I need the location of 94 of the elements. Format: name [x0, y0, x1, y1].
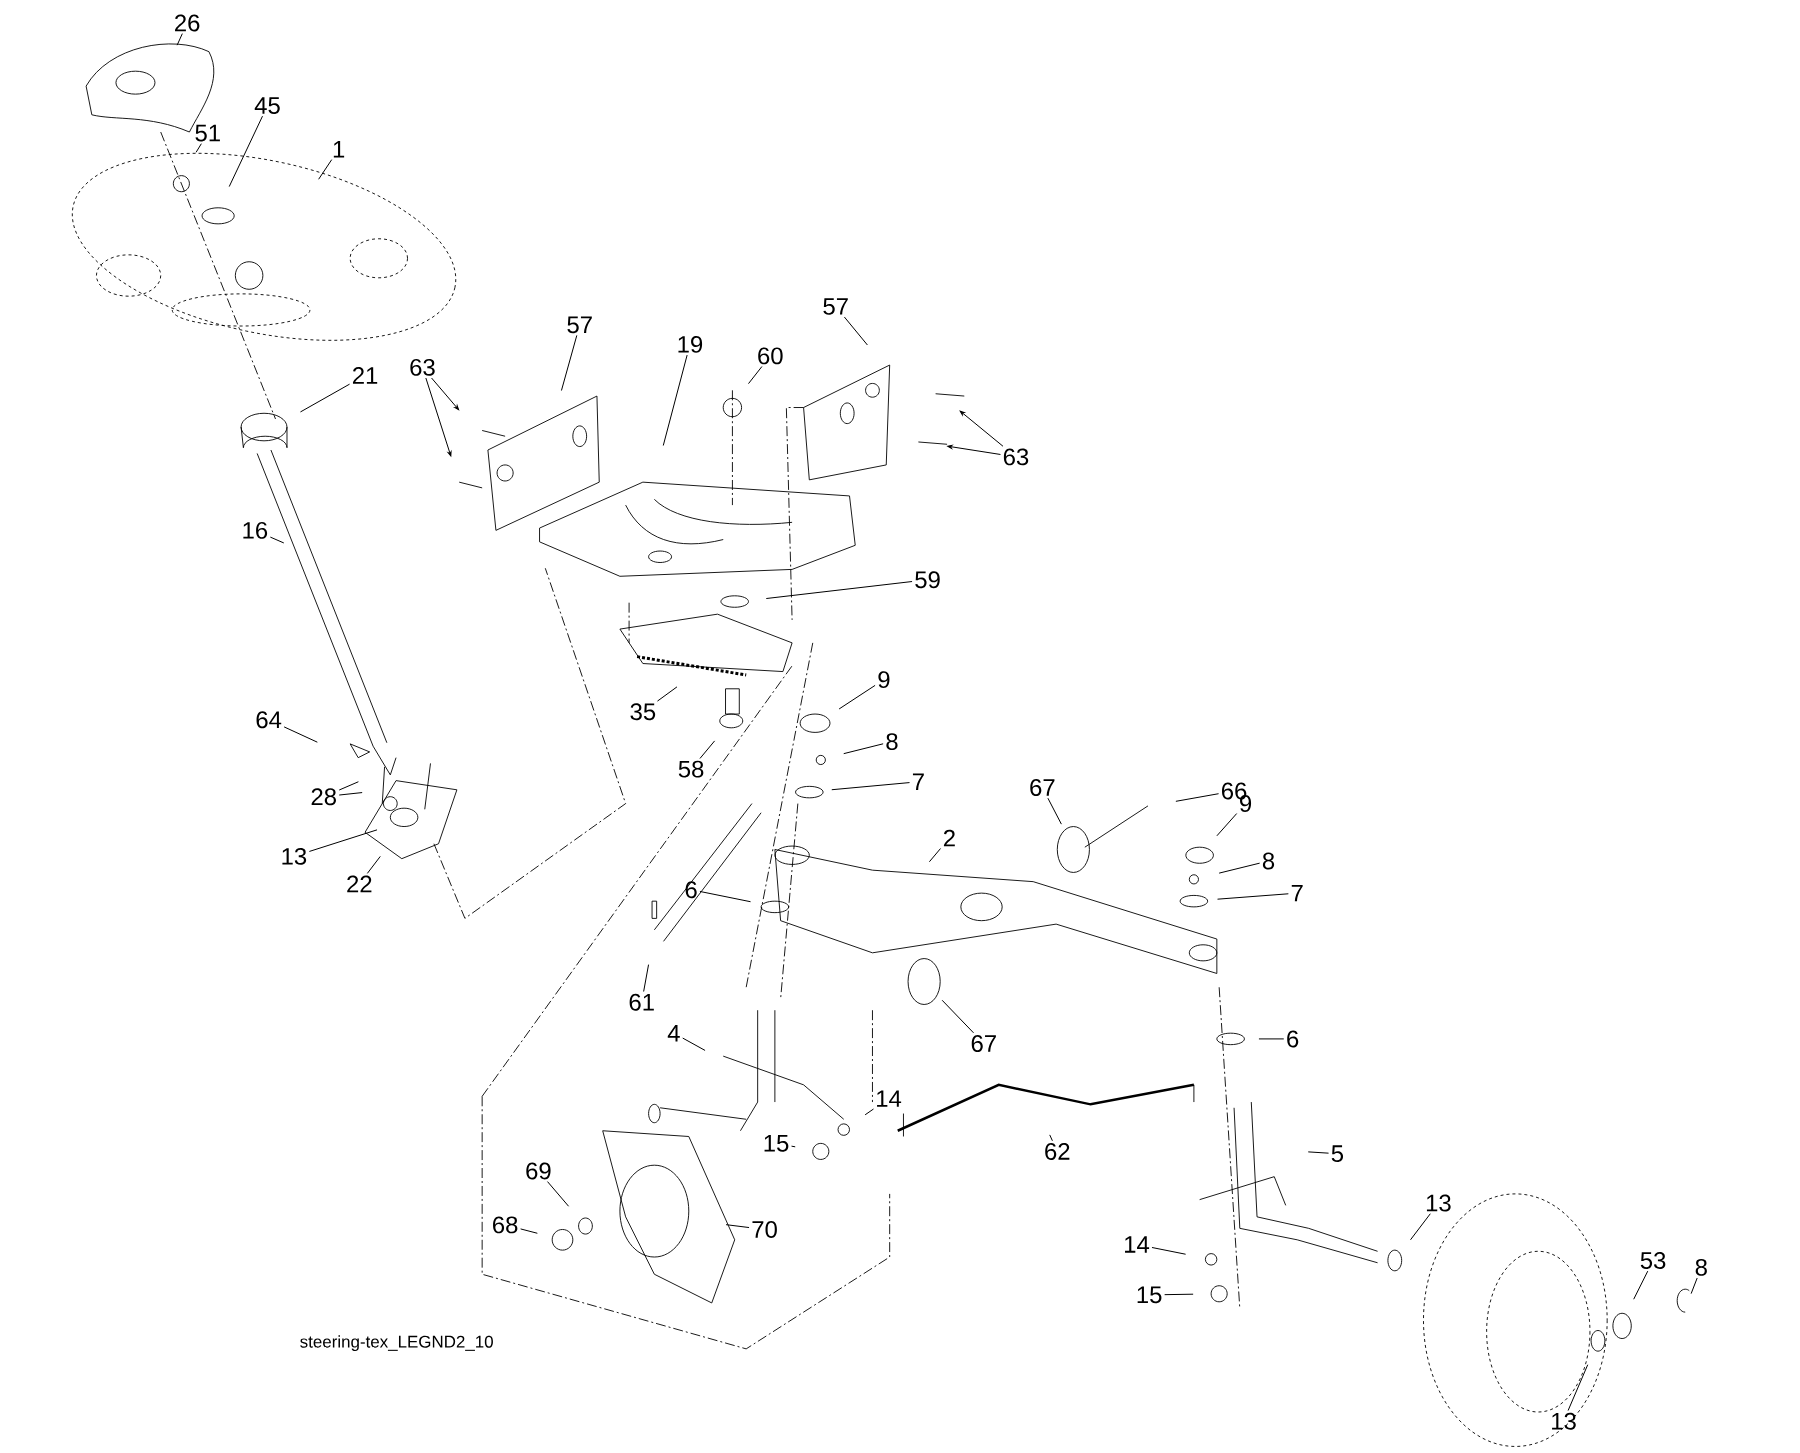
leader-line — [682, 1037, 706, 1051]
callout-number: 16 — [243, 521, 268, 539]
callout-number: 22 — [347, 875, 372, 893]
callout-number: 9 — [878, 671, 890, 688]
leader-line — [843, 316, 868, 346]
callout-number: 1 — [333, 140, 345, 158]
leader-line — [1567, 1364, 1589, 1411]
callout-number: 26 — [175, 14, 200, 32]
leader-line — [1218, 862, 1261, 874]
callout-number: 2 — [943, 829, 955, 847]
leader-line — [560, 334, 578, 391]
callout-number: 14 — [877, 1090, 902, 1107]
leader-line — [1047, 797, 1062, 825]
leader-line — [1217, 893, 1289, 900]
leader-line — [1049, 1134, 1053, 1142]
callout-number: 53 — [1640, 1251, 1666, 1269]
leader-line — [195, 143, 202, 153]
callout-number: 15 — [1137, 1286, 1162, 1304]
leader-line — [1216, 812, 1238, 837]
leader-line — [308, 829, 378, 852]
leader-line — [1690, 1277, 1698, 1294]
callout-number: 59 — [915, 571, 940, 589]
leader-line — [1151, 1246, 1187, 1255]
callout-number: 5 — [1331, 1145, 1344, 1162]
leader-line — [425, 377, 452, 457]
leader-line — [699, 740, 716, 759]
leader-line — [747, 365, 763, 384]
leader-line — [547, 1180, 570, 1207]
leader-line — [228, 115, 263, 187]
callout-number: 67 — [1030, 778, 1055, 796]
leader-line — [699, 890, 752, 903]
callout-number: 35 — [630, 703, 656, 721]
leader-line — [269, 536, 285, 544]
leader-line — [176, 32, 183, 46]
callout-number: 13 — [282, 847, 307, 865]
callout-number: 61 — [629, 993, 654, 1011]
callout-number: 68 — [493, 1216, 518, 1234]
leader-line — [765, 580, 913, 599]
leader-line — [1164, 1293, 1194, 1295]
callout-number: 21 — [352, 366, 378, 384]
leader-line — [431, 377, 460, 410]
leader-line — [1258, 1038, 1285, 1040]
leader-line — [662, 354, 688, 446]
leader-line — [283, 726, 318, 743]
callout-number: 13 — [1426, 1194, 1451, 1212]
callout-number: 58 — [678, 760, 704, 778]
callout-number: 62 — [1045, 1142, 1070, 1160]
leader-line — [1633, 1270, 1649, 1300]
callout-number: 69 — [526, 1162, 551, 1180]
leader-line — [864, 1108, 874, 1116]
callout-number: 7 — [1291, 884, 1303, 902]
callout-number: 19 — [678, 335, 703, 353]
callout-number: 57 — [567, 316, 592, 334]
callout-number: 45 — [254, 97, 280, 114]
leader-line — [843, 743, 884, 754]
callout-number: 6 — [685, 881, 697, 898]
callout-number: 63 — [410, 358, 435, 376]
callout-number: 70 — [752, 1220, 777, 1238]
drawing-code: steering-tex_LEGND2_10 — [300, 1335, 493, 1351]
leader-line — [318, 159, 333, 180]
leader-line — [959, 410, 1004, 447]
leader-line — [643, 963, 650, 992]
leader-line — [791, 1145, 796, 1148]
leader-line — [338, 781, 359, 791]
callout-number: 63 — [1003, 448, 1029, 466]
leader-line — [838, 684, 876, 710]
callout-number: 57 — [823, 298, 848, 315]
callout-number: 8 — [1695, 1258, 1707, 1276]
callout-number: 13 — [1552, 1412, 1576, 1430]
callout-number: 8 — [886, 733, 898, 750]
leader-line — [1175, 793, 1220, 802]
callout-number: 14 — [1125, 1236, 1150, 1253]
callout-number: 6 — [1287, 1030, 1299, 1048]
leader-line — [299, 383, 351, 413]
leader-line — [831, 781, 911, 791]
callout-number: 51 — [195, 124, 220, 142]
leader-line — [520, 1228, 538, 1234]
callout-number: 67 — [971, 1034, 996, 1052]
leader-line — [725, 1224, 750, 1228]
leader-line — [947, 444, 1001, 455]
callout-number: 4 — [667, 1024, 680, 1042]
leader-line — [338, 791, 363, 796]
leader-line — [928, 847, 942, 863]
leader-line — [1410, 1213, 1431, 1241]
leader-line — [656, 686, 678, 702]
callout-number: 8 — [1262, 852, 1275, 870]
leader-line — [941, 999, 975, 1034]
callout-number: 60 — [758, 347, 783, 365]
callout-number: 28 — [311, 788, 336, 805]
leader-line — [1307, 1151, 1330, 1154]
leader-line — [366, 855, 381, 874]
callout-number: 64 — [256, 711, 282, 729]
callout-number: 15 — [764, 1134, 789, 1152]
callout-number: 7 — [912, 773, 924, 790]
